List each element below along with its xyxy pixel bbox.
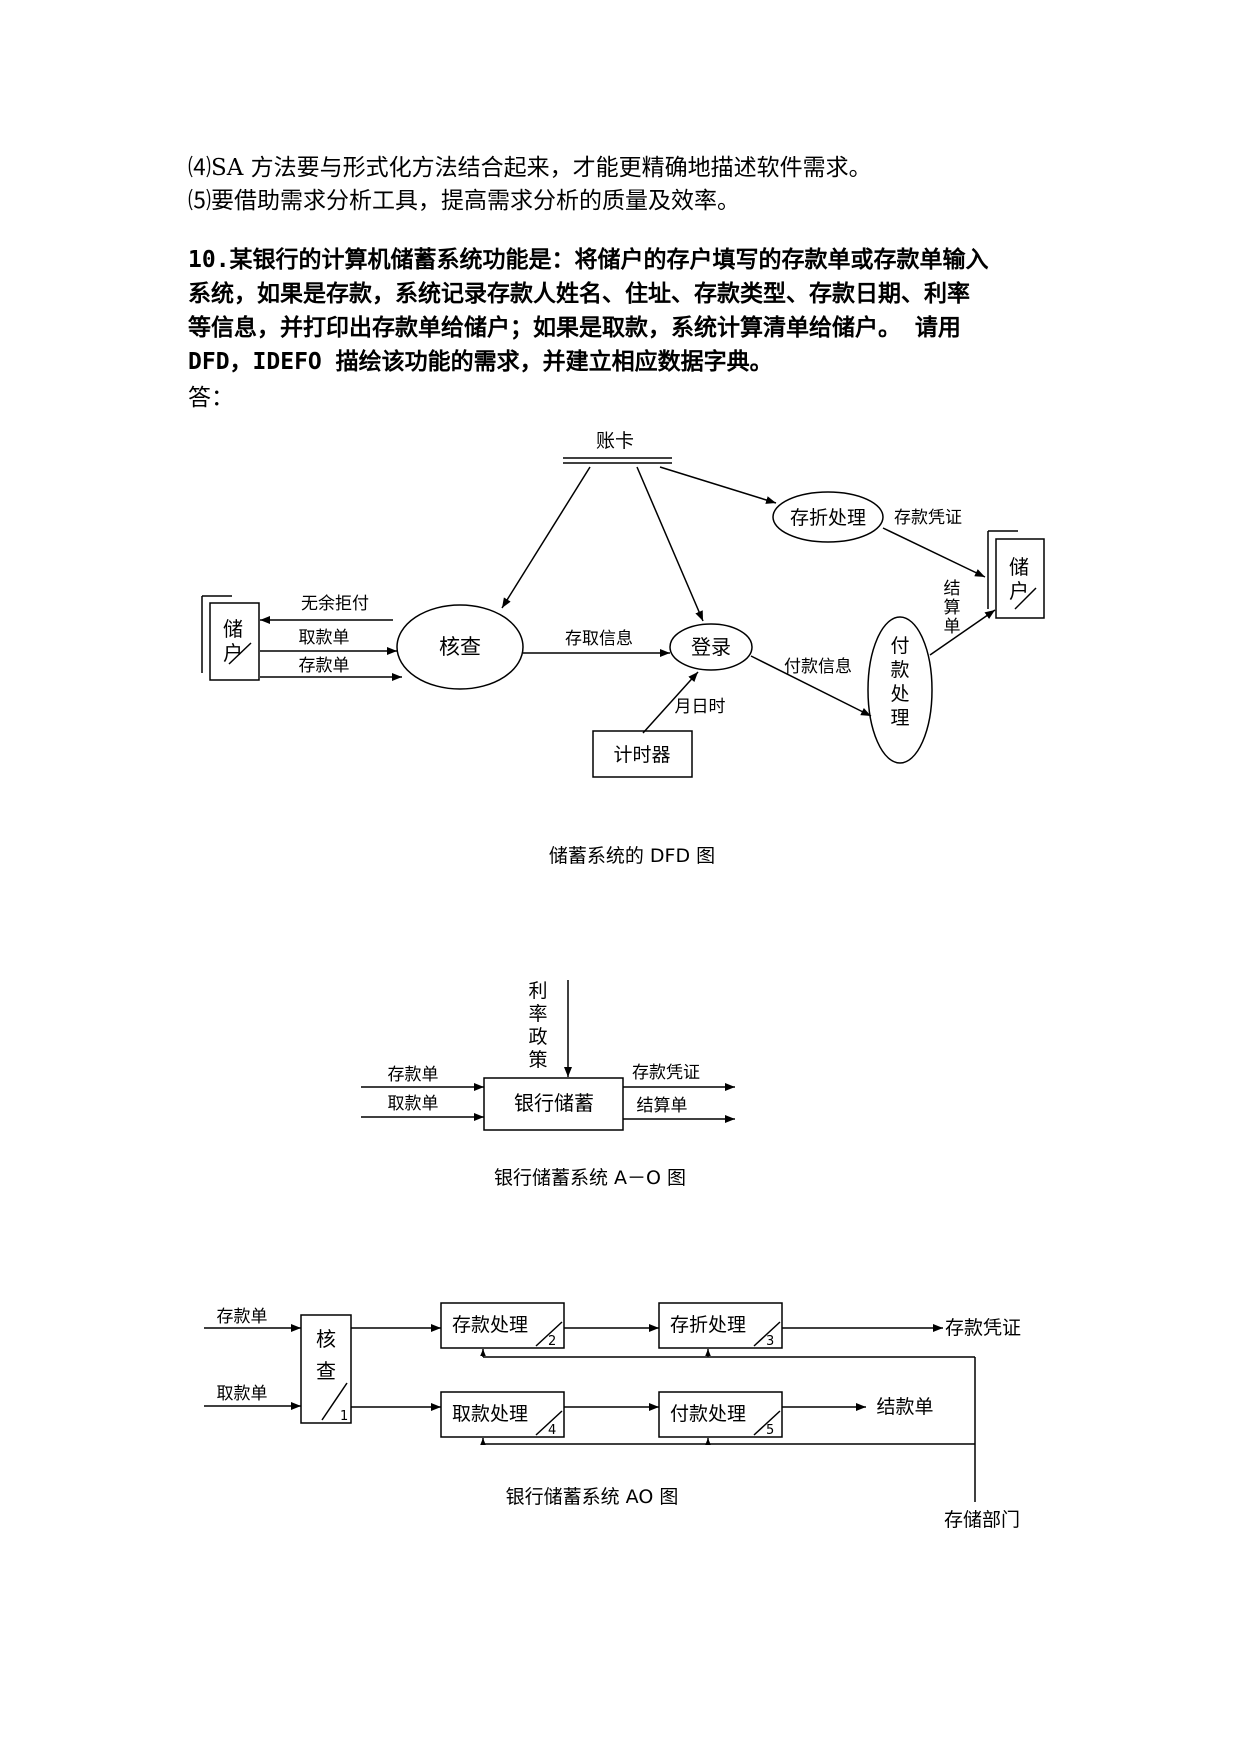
question-line: 等信息，并打印出存款单给储户；如果是取款，系统计算清单给储户。 请用 — [188, 315, 961, 341]
flow-payment-info-label: 付款信息 — [784, 657, 852, 677]
flow-statement-label: 算 — [944, 598, 961, 618]
dfd-caption: 储蓄系统的 DFD 图 — [549, 845, 715, 867]
a0-box-withdraw — [440, 1391, 565, 1438]
process-payment-label: 付 — [890, 635, 909, 657]
process-register-label: 登录 — [691, 635, 731, 659]
control-label: 策 — [528, 1049, 547, 1071]
timer-label: 计时器 — [613, 744, 670, 766]
paragraph-4: ⑷SA 方法要与形式化方法结合起来，才能更精确地描述软件需求。 — [188, 155, 872, 181]
a0-box-withdraw-num: 4 — [548, 1423, 556, 1438]
flow-voucher-label: 存款凭证 — [894, 508, 962, 528]
flow-deposit-label: 存款单 — [299, 656, 350, 676]
process-check — [396, 604, 524, 690]
a0-box-payment-num: 5 — [766, 1423, 774, 1438]
flow-statement-label: 单 — [944, 617, 961, 637]
a0-box-withdraw-label: 取款处理 — [452, 1403, 528, 1425]
a0-context-box-label: 银行储蓄 — [514, 1091, 594, 1115]
dfd-diagram: 账卡 储 户 储 户 核查 — [201, 430, 1045, 867]
a0-box-deposit-num: 2 — [548, 1334, 556, 1349]
flow-date-time-label: 月日时 — [675, 697, 726, 717]
control-label: 政 — [528, 1026, 547, 1048]
process-payment-label: 处 — [890, 683, 909, 705]
a0-caption: 银行储蓄系统 AO 图 — [506, 1486, 679, 1508]
entity-label: 储 — [1009, 555, 1029, 579]
a0-check-num: 1 — [340, 1409, 348, 1424]
input-withdraw-label: 取款单 — [388, 1094, 439, 1114]
a0-box-passbook — [658, 1302, 783, 1349]
a0-input-deposit-label: 存款单 — [217, 1307, 268, 1327]
idef-a0-context-diagram: 银行储蓄 利 率 政 策 存款单 取款单 存款凭证 结算单 银行储蓄系统 A－O… — [361, 980, 735, 1189]
a0-context-caption: 银行储蓄系统 A－O 图 — [494, 1167, 686, 1189]
flow-statement-arrow — [929, 609, 996, 656]
question-line: DFD，IDEFO 描绘该功能的需求，并建立相应数据字典。 — [188, 349, 773, 375]
flow-date-time-arrow — [642, 671, 699, 734]
control-label: 率 — [528, 1003, 547, 1025]
process-passbook — [772, 491, 884, 543]
a0-check-box — [300, 1314, 352, 1424]
entity-label: 储 — [223, 617, 243, 641]
a0-box-passbook-num: 3 — [766, 1334, 774, 1349]
data-store-ledger: 账卡 — [563, 430, 672, 464]
flow-reject-label: 无余拒付 — [301, 594, 369, 614]
entity-label: 户 — [1009, 579, 1029, 603]
a0-mechanism-label: 存储部门 — [944, 1509, 1020, 1531]
data-store-label: 账卡 — [596, 430, 634, 452]
question-line: 10.某银行的计算机储蓄系统功能是：将储户的存户填写的存款单或存款单输入 — [188, 247, 989, 273]
output-voucher-label: 存款凭证 — [632, 1063, 700, 1083]
entity-label: 户 — [223, 641, 243, 665]
a0-box-deposit-label: 存款处理 — [452, 1314, 528, 1336]
question-line: 系统，如果是存款，系统记录存款人姓名、住址、存款类型、存款日期、利率 — [188, 281, 970, 307]
flow-withdraw-label: 取款单 — [299, 628, 350, 648]
output-statement-label: 结算单 — [637, 1096, 688, 1116]
process-payment-label: 理 — [890, 707, 909, 729]
a0-box-passbook-label: 存折处理 — [670, 1314, 746, 1336]
a0-check-label: 查 — [316, 1359, 336, 1383]
a0-output-voucher-label: 存款凭证 — [945, 1317, 1021, 1339]
entity-depositor-left: 储 户 — [201, 595, 260, 681]
timer-box — [592, 730, 693, 778]
process-passbook-label: 存折处理 — [790, 507, 866, 529]
process-payment — [867, 616, 933, 764]
a0-output-statement-label: 结款单 — [876, 1396, 933, 1418]
a0-check-label: 核 — [316, 1327, 336, 1351]
flow-voucher-arrow — [882, 527, 986, 578]
input-deposit-label: 存款单 — [388, 1065, 439, 1085]
flow-store-to-passbook — [659, 466, 777, 504]
flow-store-to-check — [501, 466, 591, 609]
paragraph-5: ⑸要借助需求分析工具，提高需求分析的质量及效率。 — [188, 188, 740, 214]
control-label: 利 — [528, 980, 547, 1002]
a0-input-withdraw-label: 取款单 — [217, 1384, 268, 1404]
a0-box-payment — [658, 1391, 783, 1438]
flow-store-to-register — [636, 466, 704, 622]
a0-context-box — [483, 1077, 624, 1131]
idef-a0-diagram: 核 查 1 存款处理 2 存折处理 3 取款处理 4 付款处理 5 — [204, 1302, 1021, 1531]
flow-access-info-label: 存取信息 — [565, 629, 633, 649]
flow-payment-info-arrow — [750, 655, 872, 717]
process-payment-label: 款 — [890, 659, 909, 681]
a0-box-payment-label: 付款处理 — [670, 1403, 746, 1425]
answer-label: 答： — [188, 385, 234, 411]
question-10: 10.某银行的计算机储蓄系统功能是：将储户的存户填写的存款单或存款单输入 系统，… — [188, 243, 1068, 379]
flow-statement-label: 结 — [944, 579, 961, 599]
process-check-label: 核查 — [439, 635, 481, 659]
a0-box-deposit — [440, 1302, 565, 1349]
entity-depositor-right: 储 户 — [987, 530, 1045, 619]
process-register — [669, 623, 753, 671]
